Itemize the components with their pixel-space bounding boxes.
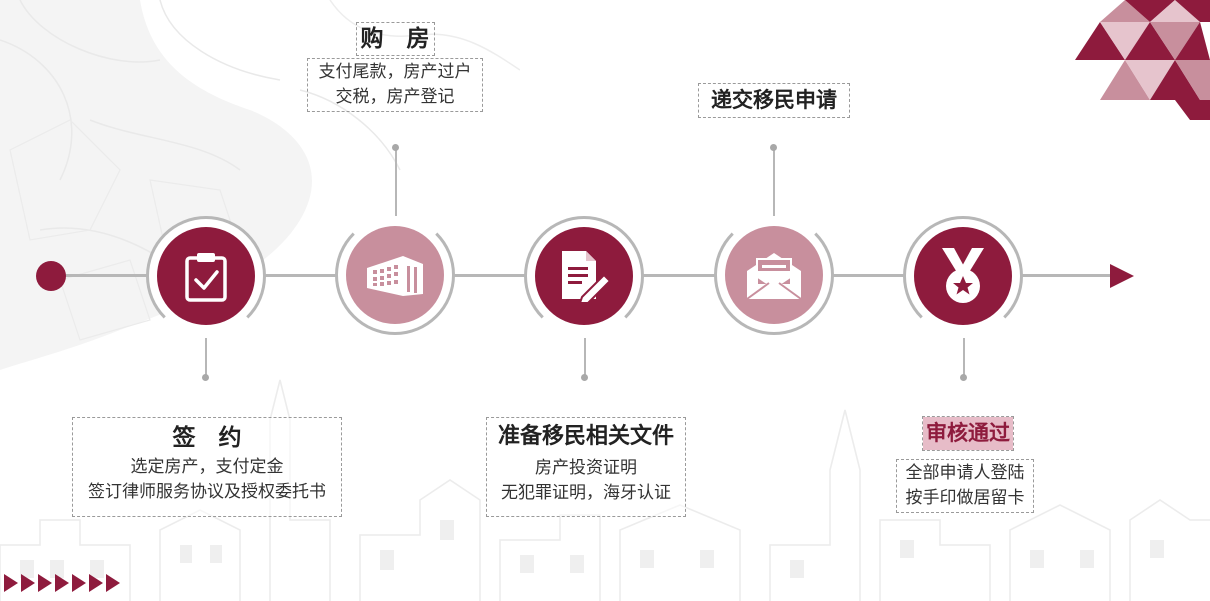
step-1-line-1: 选定房产，支付定金 — [130, 457, 284, 477]
step-5-box: 审核通过 全部申请人登陆 按手印做居留卡 — [896, 416, 1034, 518]
step-3-line-2: 无犯罪证明，海牙认证 — [501, 483, 671, 503]
step-2-box: 购 房 支付尾款，房产过户 交税，房产登记 — [307, 22, 483, 116]
building-icon — [367, 256, 423, 296]
step-5-title: 审核通过 — [923, 417, 1013, 450]
step-1-line-2: 签订律师服务协议及授权委托书 — [88, 482, 326, 502]
step-4-node — [725, 226, 823, 324]
envelope-letter-icon — [746, 253, 802, 300]
timeline-end-arrow — [1110, 264, 1134, 288]
timeline-start-dot — [36, 261, 66, 291]
step-2-node — [346, 226, 444, 324]
clipboard-check-icon — [185, 253, 227, 302]
step-1-box: 签 约 选定房产，支付定金 签订律师服务协议及授权委托书 — [72, 417, 342, 517]
step-2-line-2: 交税，房产登记 — [335, 87, 455, 107]
step-5-node — [914, 227, 1012, 325]
step-1-title: 签 约 — [172, 425, 242, 451]
bottom-arrow-decoration — [4, 574, 120, 592]
corner-triangles-decoration — [1075, 0, 1210, 120]
step-3-box: 准备移民相关文件 房产投资证明 无犯罪证明，海牙认证 — [486, 417, 686, 517]
step-3-node — [535, 227, 633, 325]
step-5-line-2: 按手印做居留卡 — [905, 488, 1025, 508]
step-4-title: 递交移民申请 — [711, 88, 837, 112]
medal-star-icon — [942, 248, 984, 303]
step-1-node — [157, 227, 255, 325]
step-4-box: 递交移民申请 — [698, 83, 850, 118]
step-3-title: 准备移民相关文件 — [497, 424, 674, 449]
step-2-title: 购 房 — [360, 26, 430, 52]
document-pen-icon — [562, 251, 612, 303]
step-5-line-1: 全部申请人登陆 — [905, 463, 1025, 483]
step-3-line-1: 房产投资证明 — [535, 458, 637, 478]
step-2-line-1: 支付尾款，房产过户 — [318, 62, 472, 82]
